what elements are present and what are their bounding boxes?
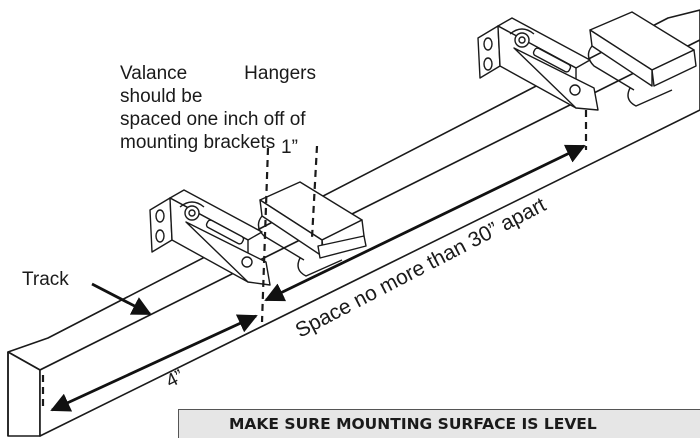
label-one-inch: 1”	[281, 137, 298, 158]
arrow-4-inch	[50, 314, 258, 412]
label-track: Track	[22, 269, 69, 290]
mounting-bracket-right	[477, 17, 599, 111]
level-surface-banner: MAKE SURE MOUNTING SURFACE IS LEVEL	[178, 409, 700, 438]
arrow-track-pointer	[91, 282, 152, 316]
note-line-3: mounting brackets	[120, 132, 276, 153]
mounting-bracket-left	[149, 189, 271, 286]
spacing-instruction-note: Valance Hangers should be spaced one inc…	[120, 62, 316, 154]
note-line-1: Valance Hangers should be	[120, 63, 316, 107]
valance-hanger-right	[587, 11, 697, 107]
note-line-2: spaced one inch off of	[120, 109, 306, 130]
arrow-30-inch-spacing	[264, 144, 586, 302]
dimension-arrows	[50, 144, 586, 412]
